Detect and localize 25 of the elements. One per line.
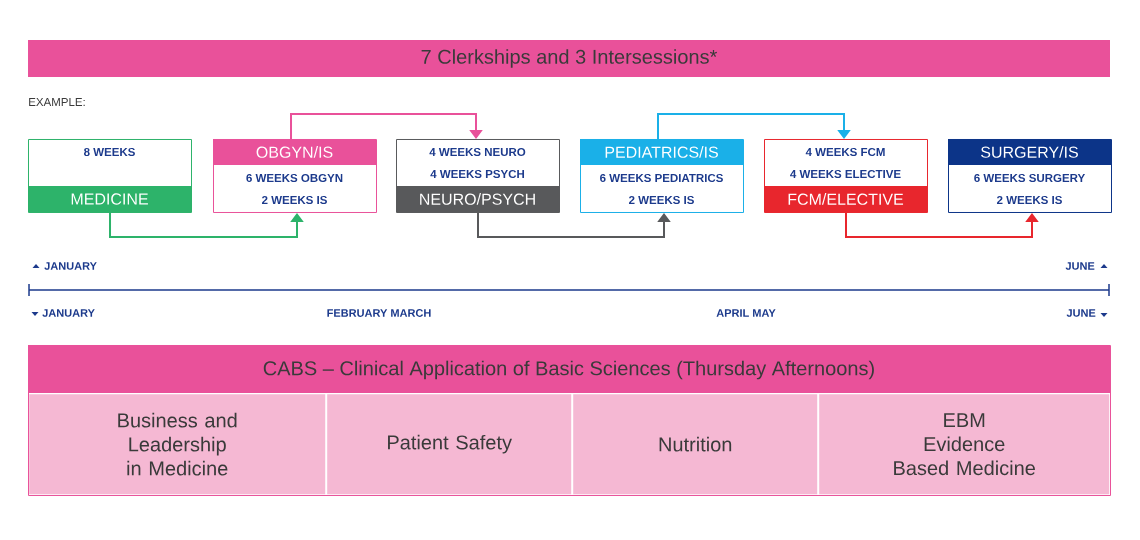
- month-label: APRIL MAY: [716, 309, 776, 317]
- clerkship-box: PEDIATRICS/IS 6 WEEKS PEDIATRICS 2 WEEKS IS: [580, 139, 744, 213]
- node-label: Nutrition: [659, 436, 732, 452]
- table-cell: Nutrition: [573, 394, 818, 495]
- title-banner: 7 Clerkships and 3 Intersessions*: [28, 40, 1110, 77]
- month-label: JANUARY: [42, 309, 95, 317]
- clerkship-box: OBGYN/IS 6 WEEKS OBGYN 2 WEEKS IS: [213, 139, 377, 213]
- table-cell: Patient Safety: [327, 394, 572, 495]
- arrow: [657, 113, 851, 140]
- month-label: JUNE: [1066, 309, 1096, 317]
- month-label: FEBRUARY MARCH: [327, 309, 431, 317]
- month-label: JUNE: [1065, 262, 1095, 270]
- node-label: EBM: [944, 413, 985, 427]
- month-label: JANUARY: [44, 262, 97, 270]
- table-cell: Business and Leadership in Medicine: [29, 394, 326, 495]
- arrow: [290, 113, 483, 140]
- table-cell: EBM Evidence Based Medicine: [819, 394, 1110, 495]
- clerkship-box: 8 WEEKS MEDICINE: [28, 139, 192, 213]
- clerkship-box: 4 WEEKS NEURO 4 WEEKS PSYCH NEURO/PSYCH: [396, 139, 560, 213]
- clerkship-box: 4 WEEKS FCM 4 WEEKS ELECTIVE FCM/ELECTIVE: [764, 139, 928, 213]
- node-label: Evidence Based Medicine: [894, 436, 1035, 476]
- example-label: EXAMPLE:: [29, 98, 85, 106]
- clerkship-box: SURGERY/IS 6 WEEKS SURGERY 2 WEEKS IS: [948, 139, 1112, 213]
- node-label: Patient Safety: [388, 434, 512, 454]
- node-label: Business and Leadership in Medicine: [118, 412, 237, 476]
